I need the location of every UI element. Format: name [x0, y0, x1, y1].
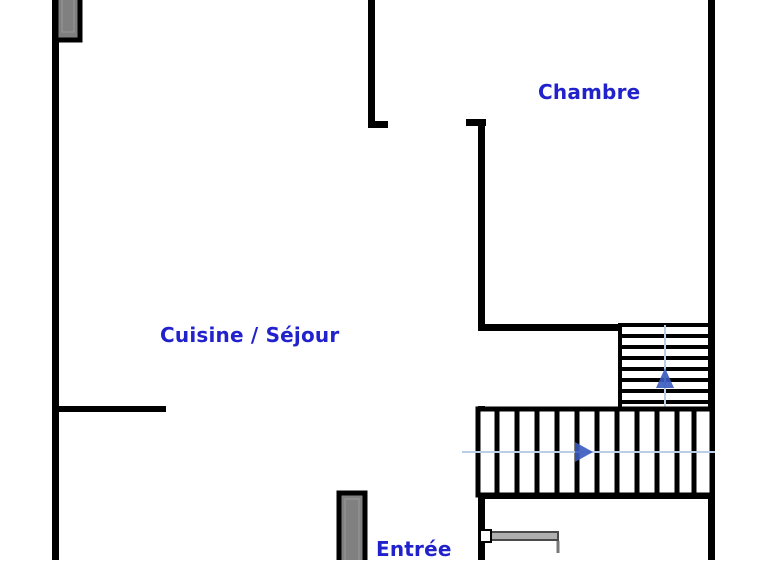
door-swing-bottom [479, 529, 560, 553]
window-top-left-glass [61, 0, 75, 33]
wall-chambre-jamb [466, 119, 486, 126]
stair-upper-direction-arrow [656, 368, 674, 388]
door-entree-inner [344, 498, 360, 560]
wall-middle-upper-jamb [368, 121, 388, 128]
door-entree-frame [336, 490, 368, 560]
stair-upper-flight [618, 323, 712, 411]
wall-left-exterior [52, 0, 59, 560]
door-entree-panel [336, 490, 368, 560]
stair-lower-direction-arrow [575, 442, 593, 462]
wall-chambre-west [478, 119, 485, 331]
room-label-entree: Entrée [376, 537, 452, 561]
wall-chambre-south [478, 324, 715, 331]
wall-middle-upper-vertical [368, 0, 375, 128]
window-top-left-frame [53, 0, 83, 43]
room-label-cuisine-sejour: Cuisine / Séjour [160, 323, 340, 347]
wall-right-exterior [708, 0, 715, 560]
door-swing-hinge [479, 529, 492, 543]
wall-cuisine-partition-stub [52, 406, 166, 412]
window-top-left [53, 0, 83, 43]
wall-entree-west [478, 492, 485, 560]
room-label-chambre: Chambre [538, 80, 641, 104]
stair-lower-flight [462, 406, 715, 498]
door-swing-leaf [483, 531, 559, 541]
